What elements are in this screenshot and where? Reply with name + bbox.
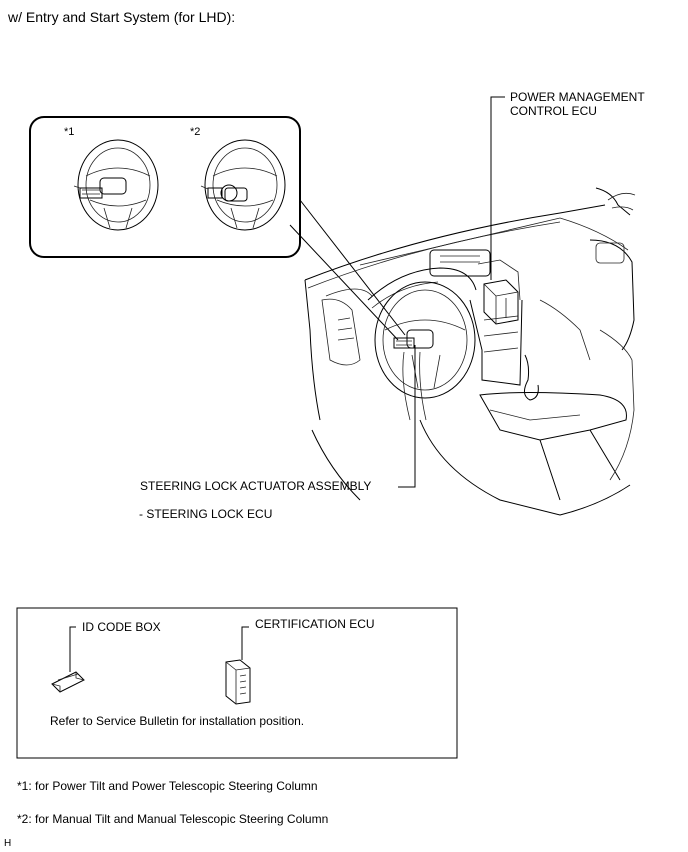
steering-wheel-icon-1 bbox=[73, 139, 159, 231]
power-management-label-line2: CONTROL ECU bbox=[510, 104, 597, 118]
certification-ecu-label: CERTIFICATION ECU bbox=[255, 617, 375, 631]
footnote-2: *2: for Manual Tilt and Manual Telescopi… bbox=[17, 812, 329, 826]
id-code-box-icon bbox=[51, 671, 85, 693]
bulletin-note: Refer to Service Bulletin for installati… bbox=[50, 714, 305, 728]
steering-wheel-icon-2 bbox=[200, 139, 286, 231]
steering-lock-assembly-label: STEERING LOCK ACTUATOR ASSEMBLY bbox=[140, 479, 372, 493]
inset-label-1: *1 bbox=[64, 126, 75, 138]
info-box bbox=[16, 607, 458, 759]
certification-ecu-icon bbox=[225, 659, 251, 705]
corner-mark: H bbox=[4, 838, 12, 849]
inset-box bbox=[29, 116, 301, 258]
dashboard-illustration bbox=[304, 187, 636, 516]
steering-lock-ecu-label: - STEERING LOCK ECU bbox=[139, 507, 273, 521]
id-code-box-label: ID CODE BOX bbox=[82, 620, 161, 634]
footnote-1: *1: for Power Tilt and Power Telescopic … bbox=[17, 779, 318, 793]
inset-label-2: *2 bbox=[190, 126, 201, 138]
page-title: w/ Entry and Start System (for LHD): bbox=[8, 9, 236, 25]
power-management-label-line1: POWER MANAGEMENT bbox=[510, 90, 645, 104]
